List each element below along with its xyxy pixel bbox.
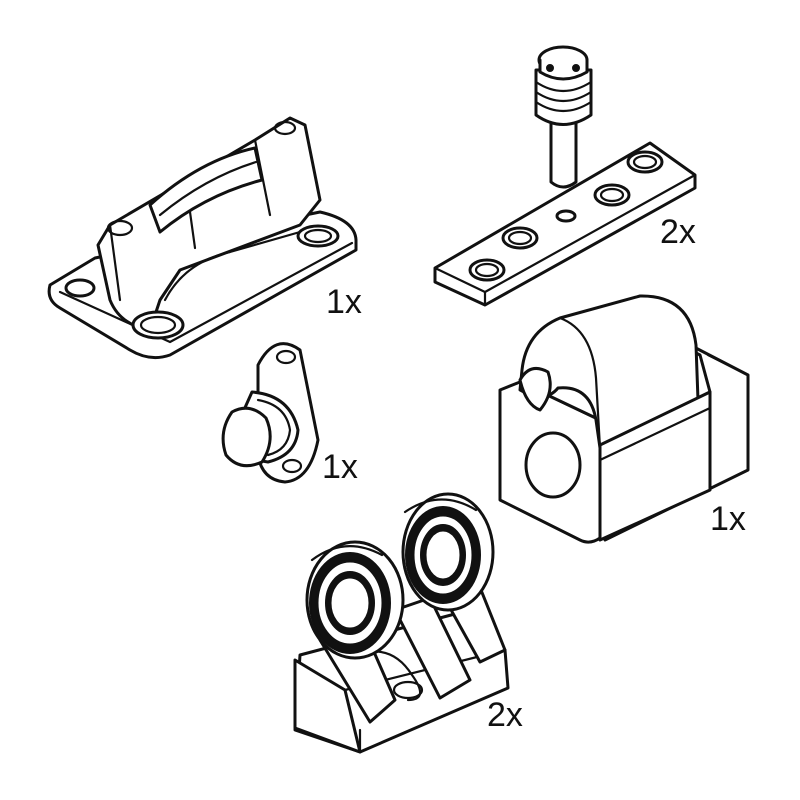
quantity-label-top-guide-bracket: 1x <box>326 283 362 321</box>
pivot-pin-plate-illustration <box>433 45 697 307</box>
door-stop-bumper-illustration <box>221 342 320 484</box>
floor-guide-block-illustration <box>498 294 750 544</box>
top-guide-bracket-illustration <box>47 116 358 360</box>
quantity-label-pivot-pin-plate: 2x <box>660 213 696 251</box>
quantity-label-roller-carriage: 2x <box>487 696 523 734</box>
quantity-label-door-stop-bumper: 1x <box>322 448 358 486</box>
quantity-label-floor-guide-block: 1x <box>710 500 746 538</box>
roller-carriage-illustration <box>293 492 510 754</box>
